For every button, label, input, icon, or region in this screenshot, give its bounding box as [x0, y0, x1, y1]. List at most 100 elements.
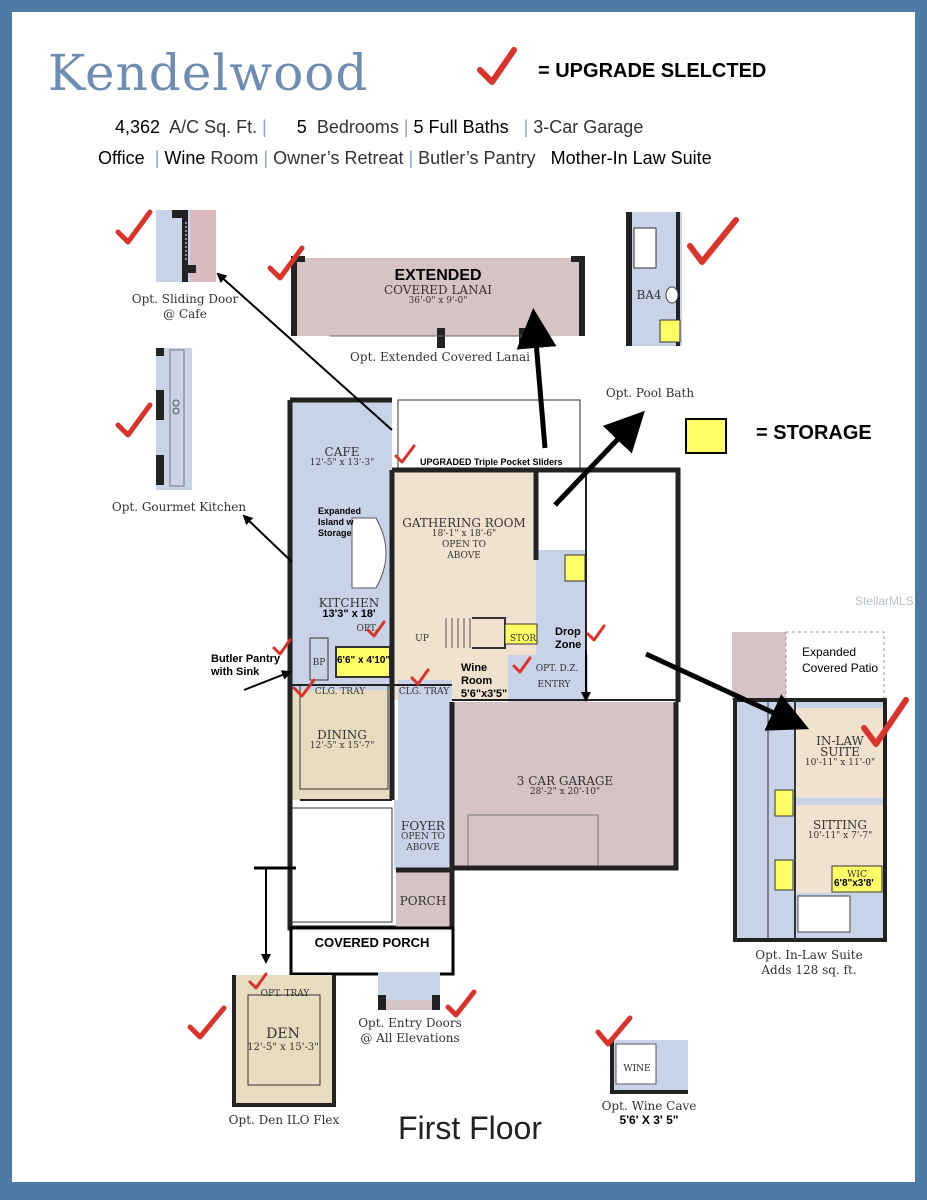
- wine-cave-label: WINE: [622, 1060, 652, 1075]
- legend-check-mark-icon: [477, 47, 517, 85]
- caption-den-ilo-flex: Opt. Den ILO Flex: [228, 1113, 340, 1127]
- lanai-name: COVERED LANAI: [383, 283, 492, 297]
- lanai-label: EXTENDED COVERED LANAI 36'-0" x 9'-0": [300, 267, 576, 307]
- stats-row-2: Office | Wine Room | Owner’s Retreat | B…: [98, 148, 712, 168]
- sitting-dim: 10'-11" x 7'-7": [807, 831, 873, 841]
- owners-retreat-text: Owner’s Retreat: [273, 148, 404, 168]
- opt-label: OPT.: [354, 620, 380, 635]
- butler-note-line2: with Sink: [211, 666, 260, 678]
- check-mark-icon: [410, 668, 430, 686]
- entry-text: ENTRY: [537, 680, 571, 690]
- wic-dim: 6'8"x3'8': [834, 878, 874, 889]
- garage-name: 3 CAR GARAGE: [516, 774, 614, 788]
- garage-label: 3 CAR GARAGE 28'-2" x 20'-10": [470, 774, 660, 798]
- bedrooms-label: Bedrooms: [316, 117, 399, 137]
- caption-in-law-suite: Opt. In-Law Suite Adds 128 sq. ft.: [744, 948, 874, 978]
- caption-sliding-door-line1: Opt. Sliding Door: [131, 292, 239, 306]
- gathering-name: GATHERING ROOM: [402, 516, 526, 530]
- clg-tray-dining-label: CLG. TRAY: [312, 683, 368, 698]
- sqft-value: 4,362: [115, 117, 161, 137]
- ba4-label: BA4: [634, 288, 664, 301]
- lanai-dim: 36'-0" x 9'-0": [408, 296, 468, 306]
- lanai-extended-text: EXTENDED: [394, 267, 482, 284]
- kitchen-name: KITCHEN: [318, 596, 380, 610]
- check-mark-icon: [586, 624, 606, 642]
- butler-pantry-text: Butler’s Pantry: [418, 148, 536, 168]
- stor-text: STOR: [509, 634, 537, 644]
- stats-row-1: 4,362 A/C Sq. Ft. | 5 Bedrooms | 5 Full …: [115, 117, 644, 137]
- check-mark-icon: [861, 697, 909, 747]
- inlaw-name2: SUITE: [820, 745, 860, 759]
- check-mark-icon: [115, 209, 153, 245]
- bp-label: BP: [311, 654, 327, 669]
- wine-room-line2: Room: [461, 675, 493, 687]
- stor-label: STOR: [508, 630, 538, 645]
- wic-text: WIC: [847, 870, 867, 880]
- dining-dim: 12'-5" x 15'-7": [309, 741, 375, 751]
- check-mark-icon: [115, 402, 153, 438]
- bp-text: BP: [312, 658, 326, 668]
- main-house-drawing: [287, 397, 681, 976]
- dining-name: DINING: [317, 728, 367, 742]
- check-mark-icon: [267, 245, 305, 281]
- opt-entry-doors-drawing: [378, 972, 440, 1010]
- bedrooms-value: 5: [296, 117, 307, 137]
- cafe-name: CAFE: [324, 445, 360, 459]
- opt-text: OPT.: [356, 624, 378, 634]
- sqft-label: A/C Sq. Ft.: [169, 117, 258, 137]
- check-mark-icon: [687, 217, 739, 265]
- butler-pantry-note: Butler Pantry with Sink: [211, 653, 280, 679]
- clg-tray-hall-label: CLG. TRAY: [396, 683, 452, 698]
- expanded-patio-note: Expanded Covered Patio: [802, 644, 878, 676]
- porch-text: PORCH: [399, 894, 447, 908]
- gathering-sub2: ABOVE: [447, 551, 481, 561]
- office-text: Office: [98, 148, 145, 168]
- check-mark-icon: [292, 678, 316, 698]
- island-note-line2: Island w: [318, 517, 354, 527]
- opt-gourmet-kitchen-drawing: [156, 348, 192, 490]
- caption-pool-bath: Opt. Pool Bath: [605, 386, 695, 400]
- kitchen-dim: 13'3" x 18': [322, 608, 376, 620]
- upgraded-sliders-note: UPGRADED Triple Pocket Sliders: [420, 457, 563, 467]
- check-mark-icon: [445, 989, 477, 1018]
- legend-upgrade-text: = UPGRADE SLELCTED: [538, 60, 767, 82]
- drop-zone-note: Drop Zone: [555, 626, 581, 652]
- caption-in-law-line1: Opt. In-Law Suite: [755, 948, 863, 962]
- caption-sliding-door-line2: @ Cafe: [163, 307, 207, 321]
- sitting-name: SITTING: [812, 818, 868, 832]
- den-dim: 12'-5" x 15'-3": [247, 1042, 319, 1053]
- garage-dim: 28'-2" x 20'-10": [529, 787, 601, 797]
- watermark: StellarMLS: [855, 594, 914, 608]
- check-mark-icon: [366, 620, 386, 638]
- check-mark-icon: [248, 972, 268, 990]
- page-title: Kendelwood: [48, 44, 369, 102]
- caption-entry-line2: @ All Elevations: [360, 1031, 460, 1045]
- porch-label: PORCH: [396, 894, 450, 907]
- up-text: UP: [415, 634, 429, 644]
- entry-label: ENTRY: [532, 676, 576, 691]
- gathering-room-label: GATHERING ROOM 18'-1" x 18'-6" OPEN TO A…: [396, 516, 532, 562]
- foyer-name: FOYER: [401, 819, 445, 833]
- inlaw-name1: IN-LAW: [816, 734, 864, 748]
- opt-sliding-door-drawing: [156, 210, 216, 282]
- pantry-dim: 6'6" x 4'10": [337, 655, 391, 666]
- opt-dz-text: OPT. D.Z.: [535, 664, 579, 674]
- drop-zone-line1: Drop: [555, 626, 581, 638]
- caption-entry-doors: Opt. Entry Doors @ All Elevations: [350, 1016, 470, 1046]
- cafe-dim: 12'-5" x 13'-3": [309, 458, 375, 468]
- check-mark-icon: [187, 1005, 227, 1040]
- den-tray-label: OPT. TRAY: [250, 985, 320, 1000]
- caption-sliding-door: Opt. Sliding Door @ Cafe: [120, 292, 250, 322]
- legend-storage-text: = STORAGE: [756, 422, 872, 444]
- caption-wine-cave: Opt. Wine Cave: [601, 1099, 697, 1113]
- mother-in-law-text: Mother-In Law Suite: [550, 148, 712, 168]
- garage-text: 3-Car Garage: [533, 117, 644, 137]
- gathering-sub1: OPEN TO: [441, 540, 487, 550]
- wine-cave-size: 5'6' X 3' 5": [619, 1113, 679, 1127]
- wine-room-line1: Wine: [461, 662, 488, 674]
- den-name: DEN: [266, 1026, 300, 1042]
- caption-extended-lanai: Opt. Extended Covered Lanai: [350, 350, 530, 364]
- kitchen-label: KITCHEN 13'3" x 18': [306, 596, 392, 620]
- floor-label: First Floor: [398, 1110, 542, 1146]
- gathering-dim: 18'-1" x 18'-6": [431, 529, 497, 539]
